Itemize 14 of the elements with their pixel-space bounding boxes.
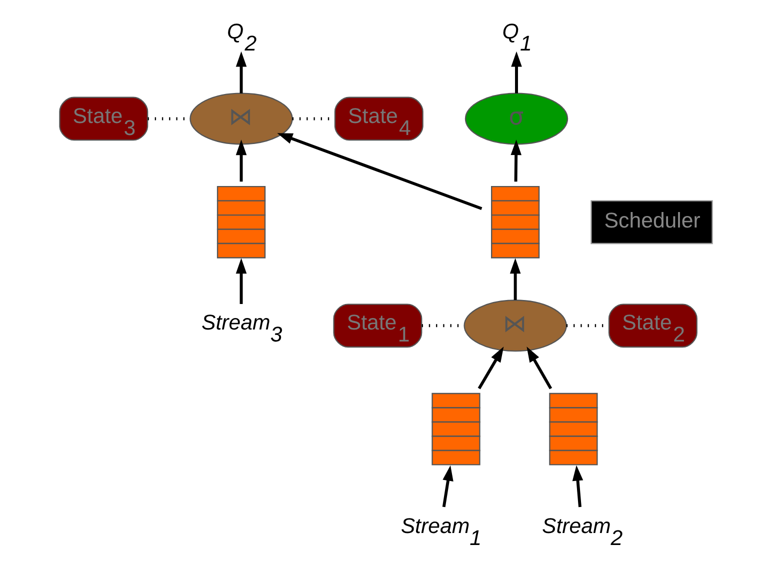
node-ellipse: σ <box>464 92 568 145</box>
arrow <box>477 346 504 390</box>
arrow <box>235 140 246 182</box>
node-box: Scheduler <box>590 200 712 244</box>
arrow <box>572 465 583 508</box>
arrow <box>526 346 552 390</box>
arrow <box>510 51 522 94</box>
arrow <box>510 140 521 182</box>
arrow <box>442 465 453 508</box>
arrow <box>235 258 246 304</box>
arrow <box>235 51 246 94</box>
node-ellipse: ⋈ <box>463 300 566 352</box>
arrow <box>509 258 520 300</box>
arrow <box>276 133 482 210</box>
